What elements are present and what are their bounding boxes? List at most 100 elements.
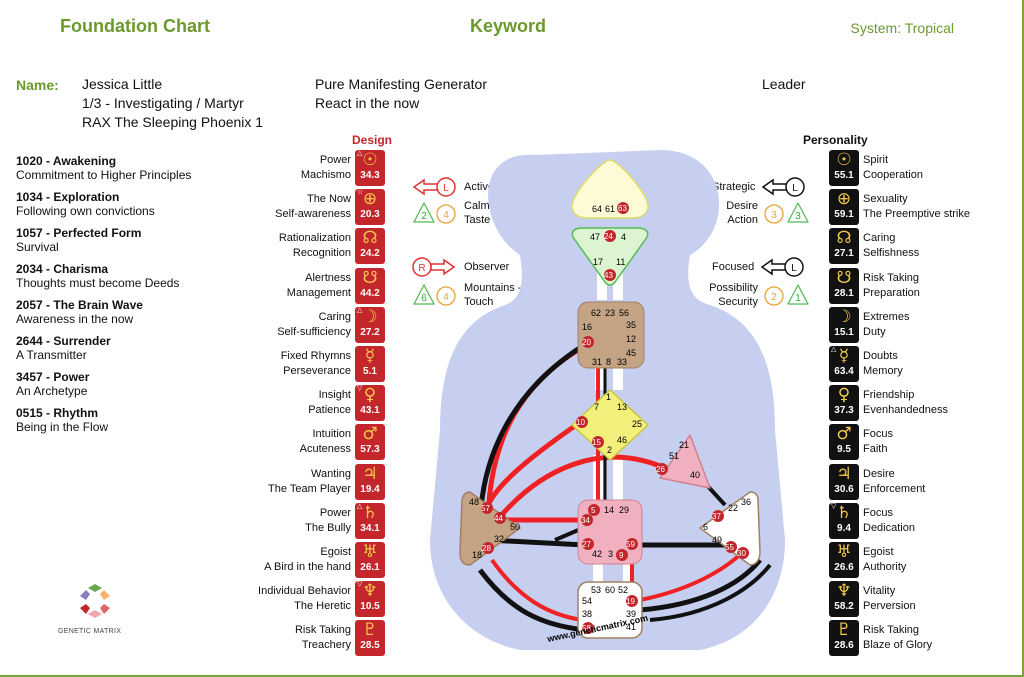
- keyword-line: Doubts: [863, 350, 898, 362]
- gate-line: 57.3: [360, 444, 380, 456]
- keyword-line: Perseverance: [283, 365, 351, 377]
- keyword-line: Risk Taking: [294, 624, 351, 637]
- planet-symbol-icon: ⊕: [362, 189, 378, 210]
- planet-gate-box[interactable]: △☿63.4: [829, 346, 859, 382]
- person-name: Jessica Little: [82, 76, 163, 92]
- gate-line: 44.2: [360, 287, 380, 299]
- gate-line: 26.6: [834, 562, 854, 573]
- planet-gate-box[interactable]: ☉55.1: [829, 150, 859, 186]
- arrow-left-icon: L: [762, 177, 806, 197]
- planet-gate-box[interactable]: △☽27.2: [355, 306, 385, 343]
- keyword-line: Power: [319, 506, 351, 519]
- planet-gate-box[interactable]: ☽15.1: [829, 306, 859, 343]
- arrow-letter: R: [418, 263, 425, 274]
- planet-gate-box[interactable]: ♆58.2: [829, 581, 859, 618]
- keyword-line: Intuition: [312, 428, 351, 441]
- planet-gate-box[interactable]: ▽♀43.1: [355, 385, 385, 422]
- exalt-mark: ▽: [831, 502, 837, 510]
- incarnation-cross: RAX The Sleeping Phoenix 1: [82, 114, 264, 130]
- planet-gate-box[interactable]: △☉34.3: [355, 150, 385, 186]
- exalt-mark: △: [831, 346, 837, 353]
- planet-gate-box[interactable]: △♄34.1: [355, 502, 385, 539]
- planet-symbol-icon: ☿: [364, 346, 376, 366]
- exalt-mark: △: [357, 150, 363, 157]
- exalt-mark: △: [357, 502, 363, 510]
- planet-gate-box[interactable]: ☊27.1: [829, 228, 859, 265]
- keyword-line: Egoist: [320, 546, 351, 558]
- arrow-letter: L: [793, 183, 799, 194]
- gate-line: 37.3: [834, 405, 854, 417]
- planet-gate-box[interactable]: ☊24.2: [355, 228, 385, 265]
- keyword-line: Risk Taking: [863, 271, 920, 284]
- planet-gate-box[interactable]: ♂9.5: [829, 424, 859, 461]
- keyword-line: Acuteness: [299, 443, 351, 456]
- keyword-line: Self-awareness: [275, 208, 351, 221]
- planet-gate-box[interactable]: ⊕59.1: [829, 189, 859, 226]
- gate-line: 20.3: [360, 209, 380, 221]
- planet-gate-box[interactable]: ♇28.6: [829, 620, 859, 657]
- variable-focused: Focused L: [712, 257, 804, 277]
- planet-gate-box[interactable]: ☿5.1: [355, 346, 385, 382]
- keyword-line: Memory: [863, 365, 903, 377]
- keyword-title: Keyword: [470, 16, 547, 36]
- planet-gate-box[interactable]: ☆⊕20.3: [355, 189, 385, 226]
- keyword-line: Faith: [863, 443, 888, 456]
- triangle-num: 1: [795, 293, 801, 304]
- planet-symbol-icon: ☊: [362, 228, 378, 249]
- planet-gate-box[interactable]: ♀37.3: [829, 385, 859, 422]
- planet-symbol-icon: ♃: [362, 463, 378, 484]
- gate-line: 28.5: [360, 640, 380, 652]
- planet-symbol-icon: ☿: [838, 346, 850, 366]
- planet-gate-box[interactable]: ▽♆10.5: [355, 581, 385, 618]
- keyword-line: Extremes: [863, 310, 910, 323]
- keyword-line: Cooperation: [863, 169, 923, 181]
- planet-symbol-icon: ♆: [836, 581, 852, 602]
- arrow-right-icon: R: [412, 257, 456, 277]
- planet-gate-box[interactable]: ☋28.1: [829, 267, 859, 304]
- variable-strategic: Strategic L: [712, 177, 806, 197]
- planet-symbol-icon: ♀: [363, 385, 377, 406]
- planet-gate-box[interactable]: ♇28.5: [355, 620, 385, 657]
- planet-symbol-icon: ☉: [836, 150, 852, 170]
- planet-gate-box[interactable]: ♃30.6: [829, 463, 859, 500]
- planet-gate-box[interactable]: ♃19.4: [355, 463, 385, 500]
- planet-symbol-icon: ⊕: [836, 189, 852, 210]
- circle-num: 4: [443, 292, 449, 303]
- keyword-line: The Team Player: [268, 482, 351, 495]
- planet-gate-box[interactable]: ☋44.2: [355, 267, 385, 304]
- keyword-line: Desire: [863, 467, 895, 480]
- strategy-text: React in the now: [315, 95, 420, 111]
- triangle-icons: 2 4: [413, 202, 456, 224]
- planet-gate-box[interactable]: ♅26.6: [829, 542, 859, 578]
- arrow-left-icon: L: [412, 177, 456, 197]
- keyword-line: Evenhandedness: [863, 404, 949, 417]
- planet-gate-box[interactable]: ♅26.1: [355, 542, 385, 578]
- planet-symbol-icon: ☽: [836, 306, 852, 327]
- personality-header: Personality: [803, 133, 868, 147]
- planet-gate-box[interactable]: ▽♄9.4: [829, 502, 859, 539]
- planet-symbol-icon: ☋: [836, 267, 852, 288]
- planet-symbol-icon: ♇: [362, 620, 378, 641]
- planet-gate-box[interactable]: ♂57.3: [355, 424, 385, 461]
- keyword-line: Friendship: [863, 389, 915, 402]
- keyword-line: Focus: [863, 428, 893, 441]
